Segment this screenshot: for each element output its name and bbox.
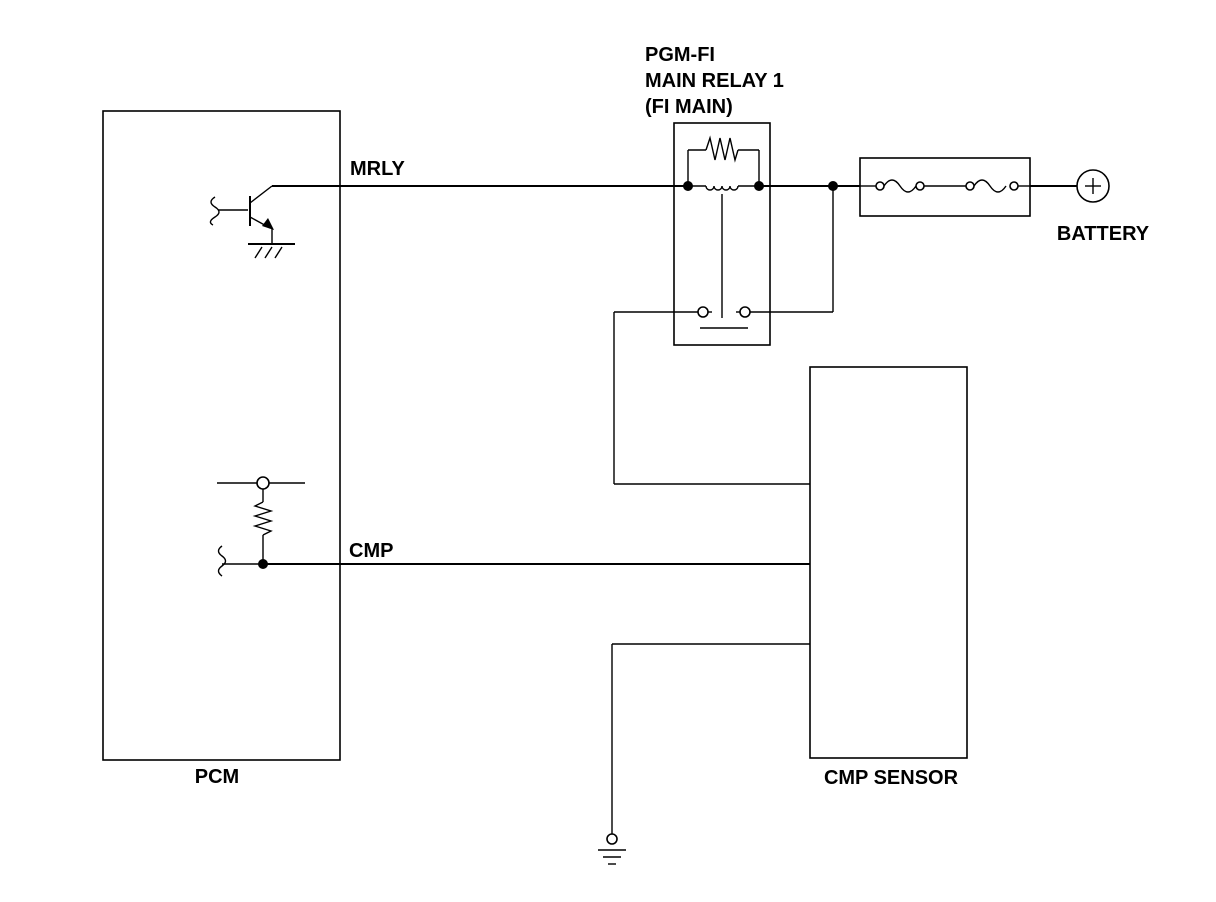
sensor-supply — [613, 311, 810, 485]
pcm-unit: PCM — [102, 110, 341, 788]
relay-label-line2: MAIN RELAY 1 — [645, 70, 784, 92]
cmp-sensor-box — [809, 366, 968, 759]
mrly-wire: MRLY — [272, 158, 688, 187]
relay-label-line3: (FI MAIN) — [645, 96, 733, 118]
cmp-sensor-label: CMP SENSOR — [824, 767, 959, 789]
pcm-box — [102, 110, 341, 761]
relay-box — [673, 122, 771, 346]
emitter-arrow — [262, 218, 274, 230]
cmp-sensor: CMP SENSOR — [809, 366, 968, 789]
pcm-label: PCM — [195, 766, 239, 788]
supply-terminal — [256, 476, 270, 490]
cmp-label: CMP — [349, 540, 393, 562]
relay-resistor — [705, 135, 739, 163]
fuse-2 — [973, 179, 1007, 193]
ground-wire — [598, 643, 810, 865]
mrly-label: MRLY — [350, 158, 405, 180]
ground-terminal — [606, 833, 618, 845]
pcm-transistor — [209, 185, 295, 259]
fuse-1 — [883, 179, 917, 193]
relay-coil — [705, 185, 739, 191]
relay-contact-right — [739, 306, 751, 318]
main-relay: PGM-FI MAIN RELAY 1 (FI MAIN) — [645, 44, 784, 346]
pullup-resistor — [252, 501, 274, 536]
battery-label: BATTERY — [1057, 223, 1150, 245]
power-feed — [750, 181, 860, 313]
battery: BATTERY — [1030, 169, 1150, 245]
pcm-cmp-input — [217, 476, 305, 577]
relay-label-line1: PGM-FI — [645, 44, 715, 66]
relay-contact-left — [697, 306, 709, 318]
break-symbol-top — [209, 196, 220, 226]
fuse-box — [859, 157, 1031, 217]
break-symbol-bottom — [217, 545, 227, 577]
cmp-wire: CMP — [263, 540, 810, 565]
